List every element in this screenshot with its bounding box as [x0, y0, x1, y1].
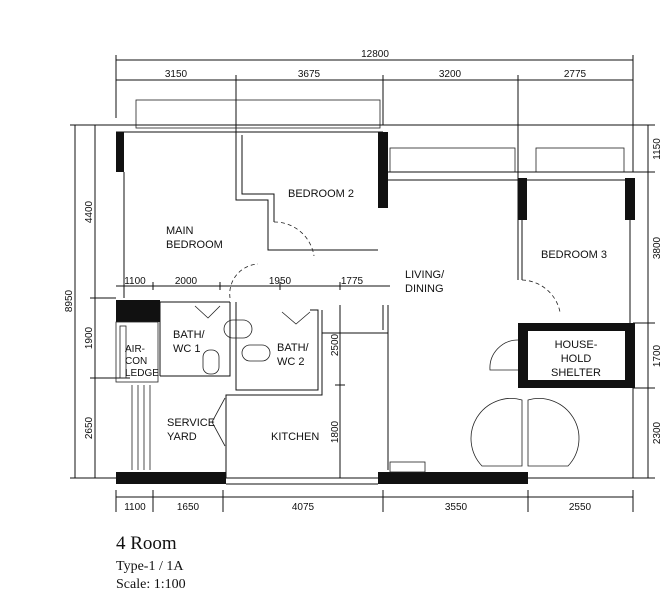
dim-internal-3: 1950 — [269, 276, 292, 287]
plan-scale: Scale: 1:100 — [116, 577, 186, 592]
dim-bottom-3: 4075 — [292, 502, 315, 513]
dim-overall-depth: 8950 — [64, 289, 75, 312]
label-bath-wc-1: BATH/WC 1 — [173, 329, 206, 355]
dim-bottom-4: 3550 — [445, 502, 468, 513]
plan-title: 4 Room — [116, 533, 177, 554]
dim-right-3: 1700 — [652, 344, 663, 367]
dim-kitchen-2: 1800 — [330, 420, 341, 443]
dim-top-4: 2775 — [564, 69, 587, 80]
dim-right-2: 3800 — [652, 236, 663, 259]
right-dimensions: 1150 3800 1700 2300 — [383, 124, 663, 479]
label-bath-wc-2: BATH/WC 2 — [277, 342, 310, 368]
bottom-dimensions: 1100 1650 4075 3550 2550 — [115, 490, 634, 513]
dim-top-2: 3675 — [298, 69, 321, 80]
plan-type: Type-1 / 1A — [116, 559, 184, 574]
dim-left-1: 4400 — [84, 200, 95, 223]
dim-right-1: 1150 — [652, 138, 663, 160]
label-living-dining: LIVING/DINING — [405, 269, 445, 295]
dim-top-1: 3150 — [165, 69, 188, 80]
dim-kitchen-1: 2500 — [330, 333, 341, 356]
dim-bottom-1: 1100 — [124, 502, 146, 513]
dim-left-2: 1900 — [84, 326, 95, 349]
label-bedroom-2: BEDROOM 2 — [288, 188, 354, 200]
label-bedroom-3: BEDROOM 3 — [541, 249, 607, 261]
dim-overall-width: 12800 — [361, 49, 389, 60]
dim-top-3: 3200 — [439, 69, 462, 80]
dim-left-3: 2650 — [84, 416, 95, 439]
dim-internal-2: 2000 — [175, 276, 198, 287]
dim-internal-4: 1775 — [341, 276, 364, 287]
dim-bottom-2: 1650 — [177, 502, 200, 513]
dim-bottom-5: 2550 — [569, 502, 592, 513]
internal-dimensions: 1100 2000 1950 1775 2500 1800 — [116, 276, 390, 478]
left-dimensions: 8950 4400 1900 2650 — [64, 124, 130, 479]
dim-internal-1: 1100 — [124, 276, 146, 287]
label-kitchen: KITCHEN — [271, 431, 319, 443]
dim-right-4: 2300 — [652, 421, 663, 444]
walls — [115, 99, 635, 485]
